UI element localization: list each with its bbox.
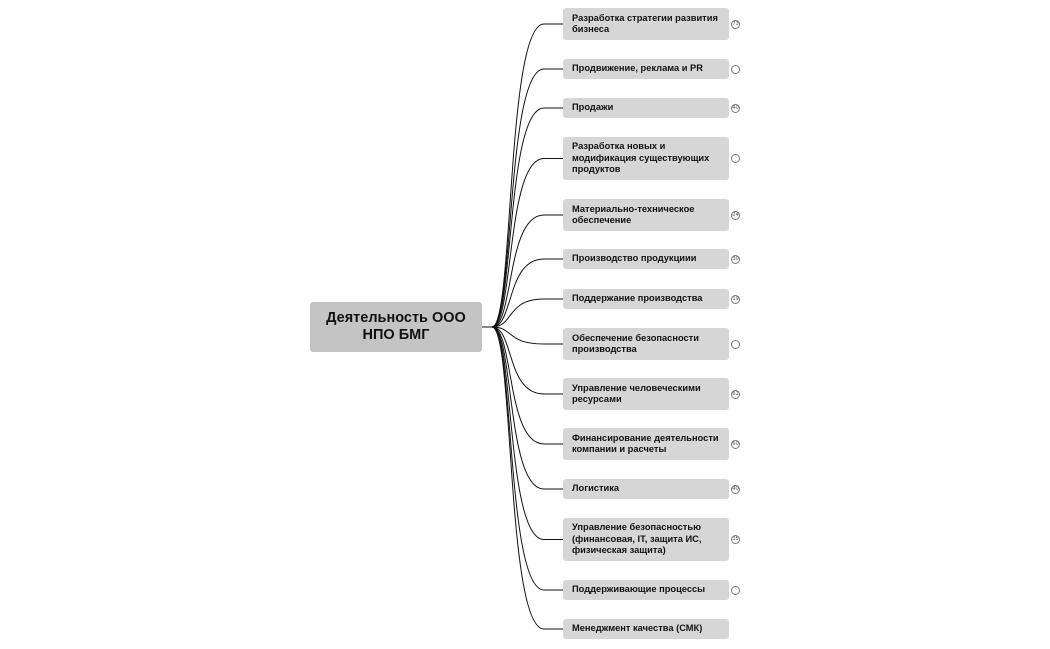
branch-node-5[interactable]: Материально-техническое обеспечение — [563, 199, 729, 231]
collapse-toggle-icon[interactable]: 73 — [731, 19, 740, 29]
collapse-toggle-icon[interactable]: 60 — [731, 439, 740, 449]
branch-node-2[interactable]: Продвижение, реклама и PR — [563, 59, 729, 79]
branch-node-label: Материально-техническое обеспечение — [572, 203, 695, 225]
root-node-label: Деятельность ООО НПО БМГ — [326, 310, 466, 343]
branch-node-label: Финансирование деятельности компании и р… — [572, 432, 719, 454]
collapse-toggle-icon[interactable]: 61 — [731, 389, 740, 399]
collapse-toggle-icon[interactable]: 40 — [731, 103, 740, 113]
branch-node-label: Логистика — [572, 483, 620, 494]
collapse-toggle-icon[interactable]: 40 — [731, 484, 740, 494]
branch-node-11[interactable]: Логистика — [563, 479, 729, 499]
connector-line — [482, 326, 563, 445]
connector-line — [482, 298, 563, 328]
branch-node-label: Разработка новых и модификация существую… — [572, 141, 710, 175]
connector-line — [482, 326, 563, 345]
connector-line — [482, 326, 563, 540]
branch-node-label: Поддерживающие процессы — [572, 584, 706, 595]
connector-line — [482, 326, 563, 630]
branch-node-label: Производство продукциии — [572, 253, 697, 264]
branch-node-6[interactable]: Производство продукциии — [563, 249, 729, 269]
branch-node-12[interactable]: Управление безопасностью (финансовая, IT… — [563, 518, 729, 561]
branch-node-label: Обеспечение безопасности производства — [572, 332, 699, 354]
branch-node-1[interactable]: Разработка стратегии развития бизнеса — [563, 8, 729, 40]
branch-node-label: Продажи — [572, 102, 614, 113]
branch-node-label: Поддержание производства — [572, 293, 703, 304]
collapse-toggle-icon[interactable]: 24 — [731, 210, 740, 220]
branch-node-8[interactable]: Обеспечение безопасности производства — [563, 328, 729, 360]
branch-node-9[interactable]: Управление человеческими ресурсами — [563, 378, 729, 410]
connector-line — [482, 258, 563, 328]
branch-node-10[interactable]: Финансирование деятельности компании и р… — [563, 428, 729, 460]
branch-node-14[interactable]: Менеджмент качества (СМК) — [563, 619, 729, 639]
collapse-toggle-icon[interactable] — [731, 64, 740, 74]
branch-node-label: Управление безопасностью (финансовая, IT… — [572, 522, 702, 556]
branch-node-label: Разработка стратегии развития бизнеса — [572, 12, 718, 34]
collapse-toggle-icon[interactable] — [731, 585, 740, 595]
branch-node-13[interactable]: Поддерживающие процессы — [563, 580, 729, 600]
branch-node-label: Управление человеческими ресурсами — [572, 382, 701, 404]
connector-line — [482, 214, 563, 328]
connector-line — [482, 326, 563, 490]
root-node[interactable]: Деятельность ООО НПО БМГ — [310, 302, 482, 352]
branch-node-4[interactable]: Разработка новых и модификация существую… — [563, 137, 729, 180]
branch-node-3[interactable]: Продажи — [563, 98, 729, 118]
branch-node-7[interactable]: Поддержание производства — [563, 289, 729, 309]
connector-line — [482, 68, 563, 328]
collapse-toggle-icon[interactable] — [731, 154, 740, 163]
branch-node-label: Продвижение, реклама и PR — [572, 63, 703, 74]
connector-line — [482, 326, 563, 395]
collapse-toggle-icon[interactable] — [731, 339, 740, 349]
collapse-toggle-icon[interactable]: 19 — [731, 294, 740, 304]
collapse-toggle-icon[interactable]: 30 — [731, 254, 740, 264]
connector-line — [482, 326, 563, 591]
connector-line — [482, 107, 563, 328]
collapse-toggle-icon[interactable]: 35 — [731, 535, 740, 544]
connector-line — [482, 158, 563, 328]
branch-node-label: Менеджмент качества (СМК) — [572, 623, 703, 634]
